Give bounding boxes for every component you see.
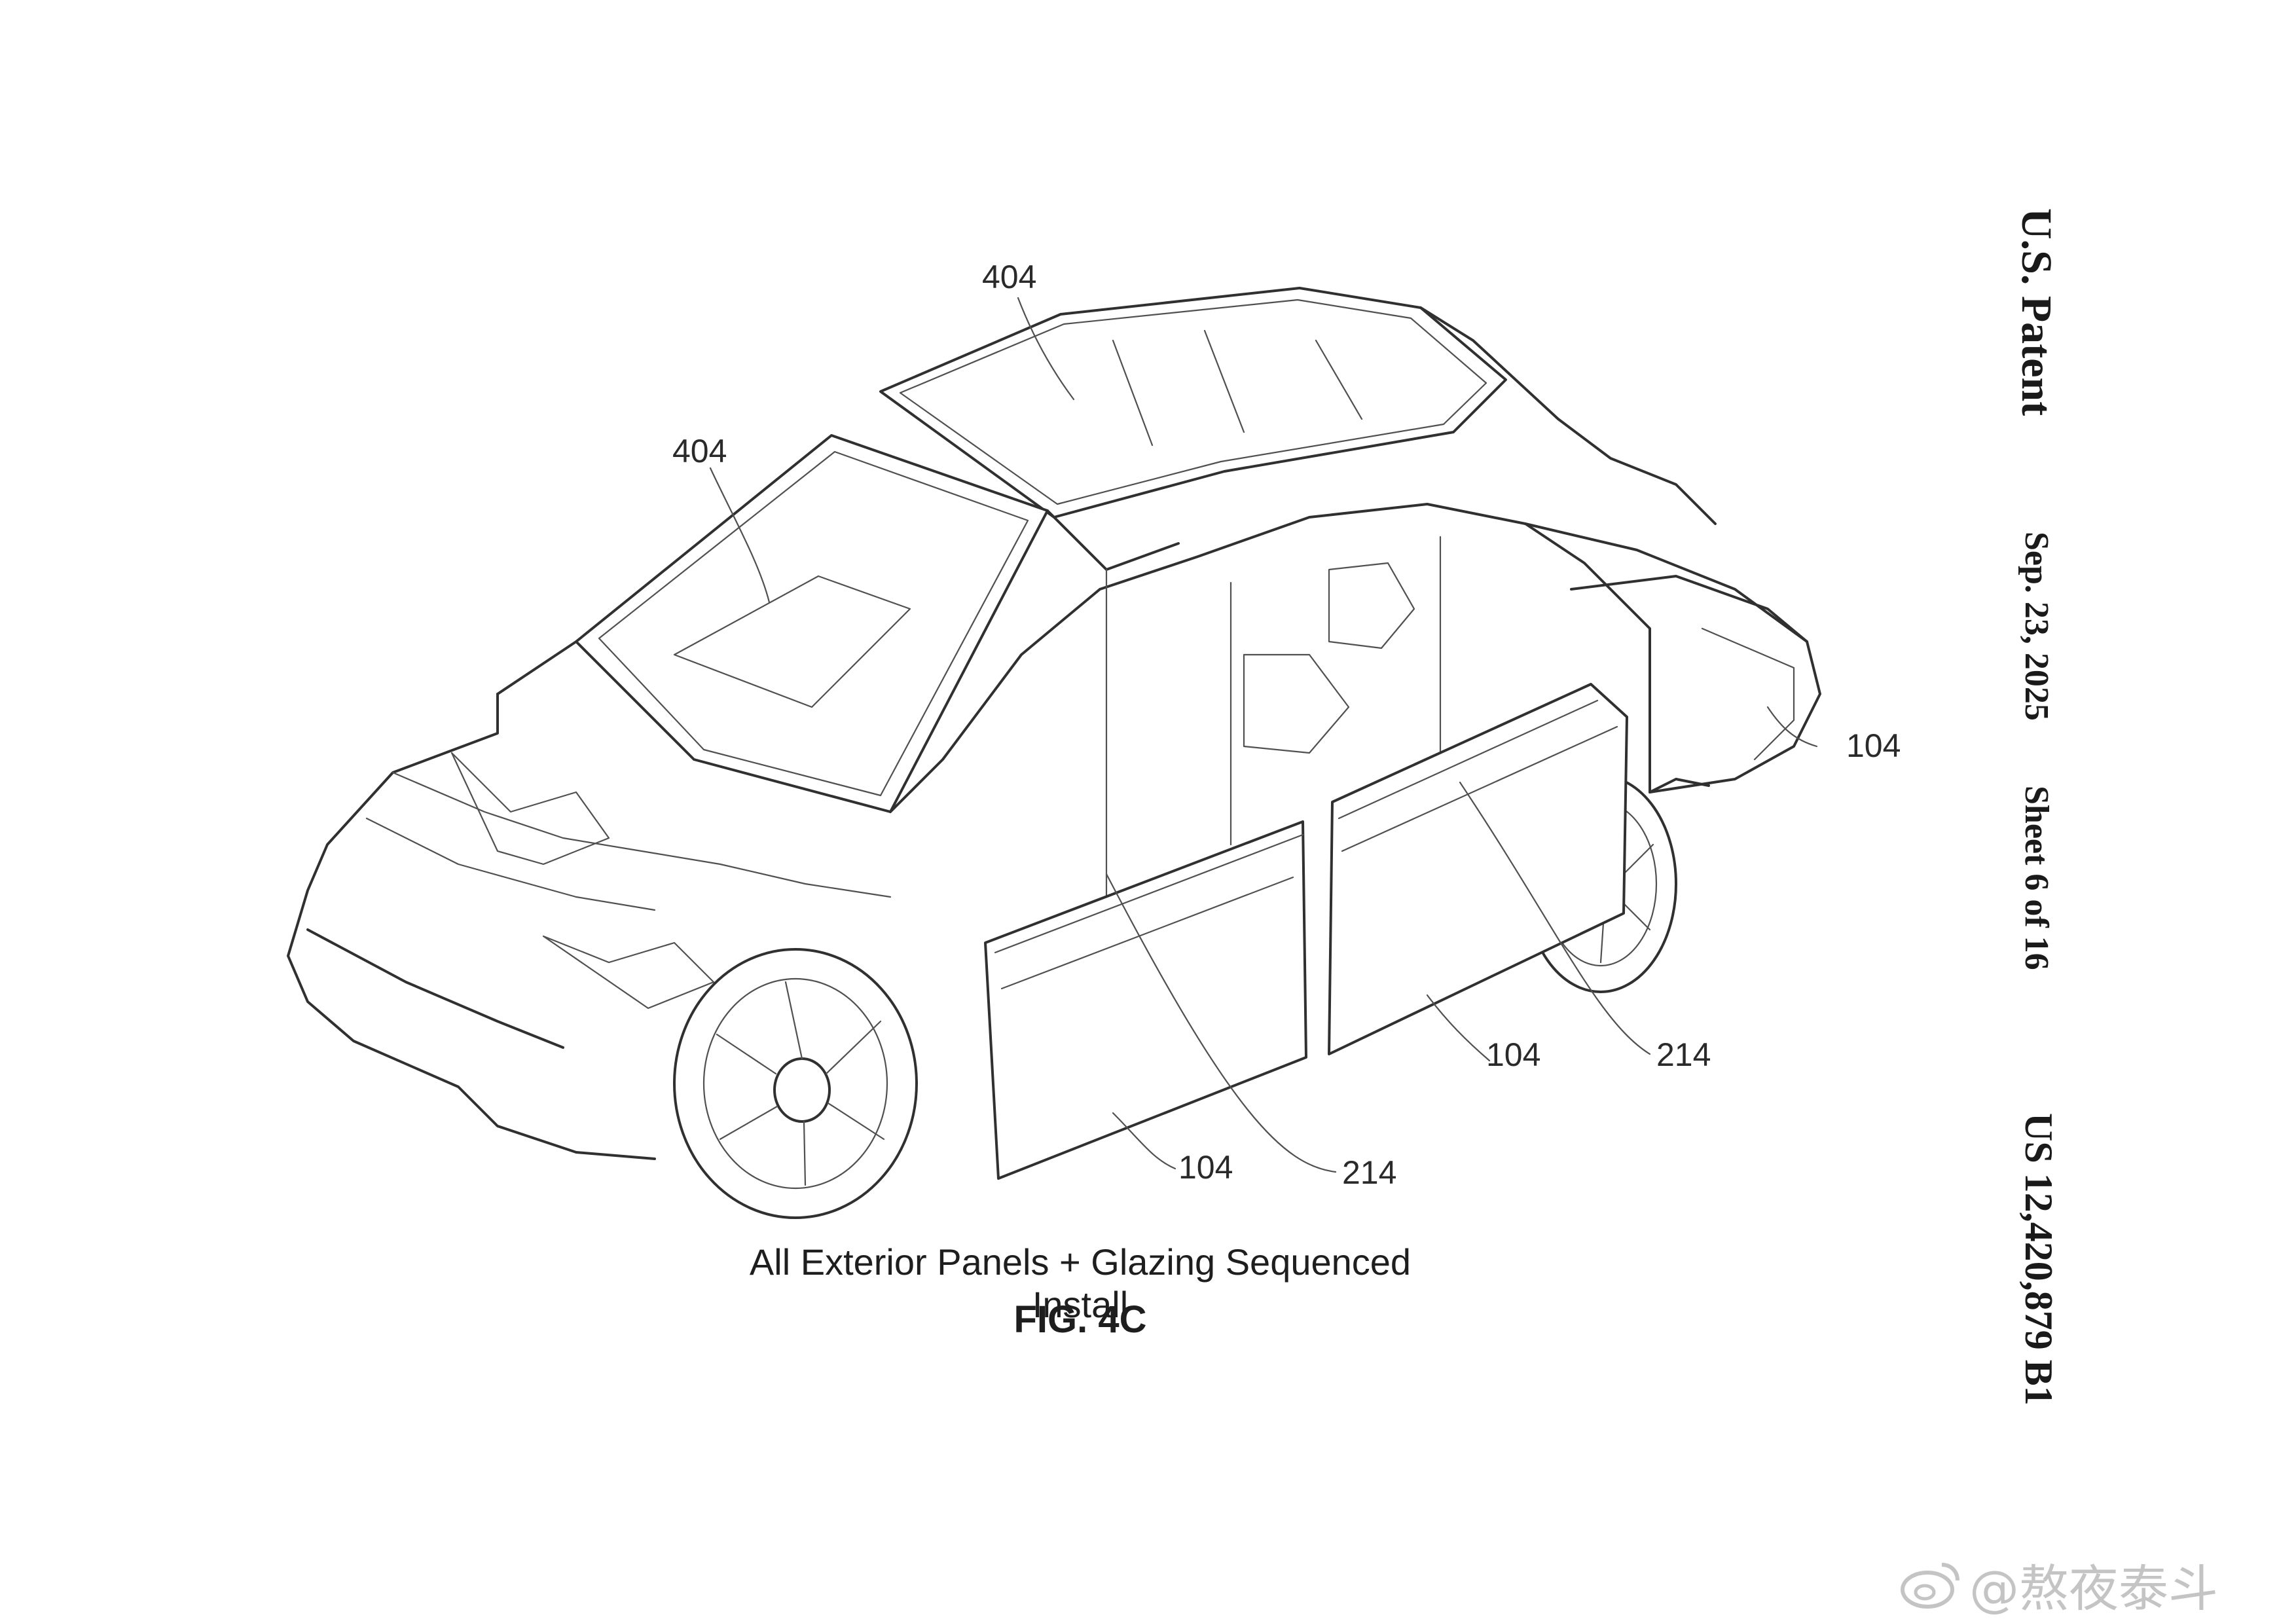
rear-quarter-panel bbox=[1570, 575, 1808, 793]
sheet-number-header: Sheet 6 of 16 bbox=[2018, 786, 2055, 970]
roof-glass-panel bbox=[879, 287, 1507, 519]
figure-caption: All Exterior Panels + Glazing Sequenced … bbox=[749, 1241, 1412, 1325]
patent-number-header: US 12,420,879 B1 bbox=[2017, 1113, 2060, 1406]
front-door-panel bbox=[984, 820, 1307, 1180]
ref-104-rear-quarter: 104 bbox=[1846, 727, 1901, 764]
ref-104-front-door: 104 bbox=[1178, 1149, 1233, 1186]
patent-date-header: Sep. 23, 2025 bbox=[2018, 532, 2055, 721]
ref-404-roof-glass: 404 bbox=[982, 259, 1036, 295]
patent-title-header: U.S. Patent bbox=[2013, 208, 2060, 416]
ref-404-windshield: 404 bbox=[672, 433, 727, 469]
ref-214-rear-door-seal: 214 bbox=[1656, 1036, 1711, 1073]
weibo-logo-icon bbox=[1901, 1563, 1959, 1609]
ref-104-rear-door: 104 bbox=[1486, 1036, 1540, 1073]
watermark: @熬夜泰斗 bbox=[1899, 1548, 2218, 1620]
figure-label: FIG. 4C bbox=[1013, 1298, 1147, 1341]
rear-door-panel bbox=[1328, 683, 1628, 1055]
vehicle-body-shell bbox=[287, 306, 1821, 1160]
leader-lines bbox=[709, 297, 1818, 1173]
front-wheel bbox=[673, 948, 918, 1219]
watermark-text: @熬夜泰斗 bbox=[1969, 1559, 2218, 1618]
windshield-panel bbox=[575, 434, 1049, 813]
ref-214-front-door-seal: 214 bbox=[1342, 1154, 1396, 1191]
